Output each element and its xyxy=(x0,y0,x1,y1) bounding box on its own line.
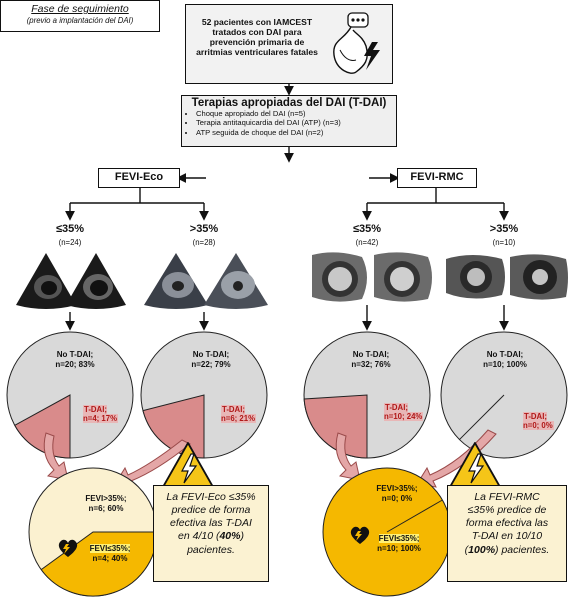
phase-title: Fase de seguimiento xyxy=(31,3,129,15)
mri-image-high xyxy=(444,249,570,303)
warning-icon xyxy=(449,442,501,488)
tdai-definition-box: Terapias apropiadas del DAI (T-DAI) Choq… xyxy=(181,95,397,147)
breakdown-lower-a: FEVI≤35%; xyxy=(378,534,420,543)
cohort-box: 52 pacientes con IAMCEST tratados con DA… xyxy=(185,4,393,84)
breakdown-lower-b: n=10; 100% xyxy=(377,543,421,553)
note-line: en 4/10 (40%) xyxy=(154,530,268,543)
tdai-item: ATP seguida de choque del DAI (n=2) xyxy=(196,128,396,137)
tdai-item: Choque apropiado del DAI (n=5) xyxy=(196,109,396,118)
breakdown-lower-label: FEVI≤35%; n=4; 40% xyxy=(80,544,140,563)
heart-icon xyxy=(350,526,370,544)
note-line: ≤35% predice de xyxy=(467,504,547,517)
pie-eco-high xyxy=(140,331,268,459)
tdai-list: Choque apropiado del DAI (n=5) Terapia a… xyxy=(182,109,396,137)
note-part: ) pacientes. xyxy=(495,543,550,556)
note-emphasis: 40% xyxy=(219,530,241,543)
breakdown-pie-eco xyxy=(28,467,158,597)
no-tdai-label: No T-DAI; n=10; 100% xyxy=(483,350,527,369)
mri-image-low xyxy=(308,249,434,303)
warning-icon xyxy=(162,442,214,488)
echo-image-high xyxy=(144,253,268,309)
tdai-label: T-DAI; n=0; 0% xyxy=(523,412,554,431)
breakdown-lower-b: n=4; 40% xyxy=(92,553,128,563)
group-label: >35% xyxy=(489,223,519,235)
note-line: forma efectiva las xyxy=(465,517,549,530)
note-line: predice de forma xyxy=(171,504,251,517)
group-label: ≤35% xyxy=(55,223,85,235)
pie-eco-low xyxy=(6,331,134,459)
arm-rmc-title: FEVI-RMC xyxy=(397,168,477,188)
note-line: T-DAI en 10/10 xyxy=(471,530,543,543)
breakdown-upper-label: FEVI>35%; n=0; 0% xyxy=(376,484,418,503)
group-n: (n=28) xyxy=(192,238,216,247)
no-tdai-label: No T-DAI; n=22; 79% xyxy=(191,350,231,369)
heart-icon xyxy=(58,539,78,557)
heart-defibrillator-icon xyxy=(333,12,380,74)
group-label: ≤35% xyxy=(352,223,382,235)
note-line: efectiva las T-DAI xyxy=(170,517,252,530)
note-part: ( xyxy=(464,543,469,556)
tdai-item: Terapia antitaquicardia del DAI (ATP) (n… xyxy=(196,118,396,127)
rmc-conclusion-box: La FEVI-RMC ≤35% predice de forma efecti… xyxy=(447,485,567,582)
breakdown-lower-label: FEVI≤35%; n=10; 100% xyxy=(368,534,430,553)
note-line: (100%) pacientes. xyxy=(448,544,566,557)
breakdown-lower-a: FEVI≤35%; xyxy=(89,544,131,553)
pie-rmc-low xyxy=(303,331,431,459)
tdai-title: Terapias apropiadas del DAI (T-DAI) xyxy=(191,97,387,109)
note-line: La FEVI-RMC xyxy=(474,491,540,503)
phase-subtitle: (previo a implantación del DAI) xyxy=(26,16,134,25)
pie-slice xyxy=(142,394,205,459)
note-emphasis: 100% xyxy=(468,543,496,556)
cohort-text: 52 pacientes con IAMCEST tratados con DA… xyxy=(196,17,318,58)
group-label: >35% xyxy=(189,223,219,235)
tdai-label-text: T-DAI; n=0; 0% xyxy=(523,412,554,431)
no-tdai-label: No T-DAI; n=32; 76% xyxy=(351,350,391,369)
echo-image-low xyxy=(16,253,126,309)
group-n: (n=10) xyxy=(492,238,516,247)
pie-divider xyxy=(386,499,443,533)
eco-conclusion-box: La FEVI-Eco ≤35% predice de forma efecti… xyxy=(153,485,269,582)
tdai-label: T-DAI; n=10; 24% xyxy=(384,403,424,422)
pie-slice xyxy=(14,394,71,459)
pie-divider xyxy=(459,394,505,440)
pie-slice xyxy=(303,394,368,459)
tdai-label: T-DAI; n=4; 17% xyxy=(83,405,119,424)
tdai-label: T-DAI; n=6; 21% xyxy=(221,405,257,424)
group-n: (n=42) xyxy=(355,238,379,247)
arm-eco-title: FEVI-Eco xyxy=(98,168,180,188)
note-line: La FEVI-Eco ≤35% xyxy=(166,491,256,503)
breakdown-upper-label: FEVI>35%; n=6; 60% xyxy=(85,494,127,513)
note-part: en 4/10 ( xyxy=(178,530,220,543)
group-n: (n=24) xyxy=(58,238,82,247)
no-tdai-label: No T-DAI; n=20; 83% xyxy=(55,350,95,369)
note-line: pacientes. xyxy=(187,543,235,556)
note-part: ) xyxy=(240,530,244,543)
followup-phase-box: Fase de seguimiento (previo a implantaci… xyxy=(0,0,160,32)
